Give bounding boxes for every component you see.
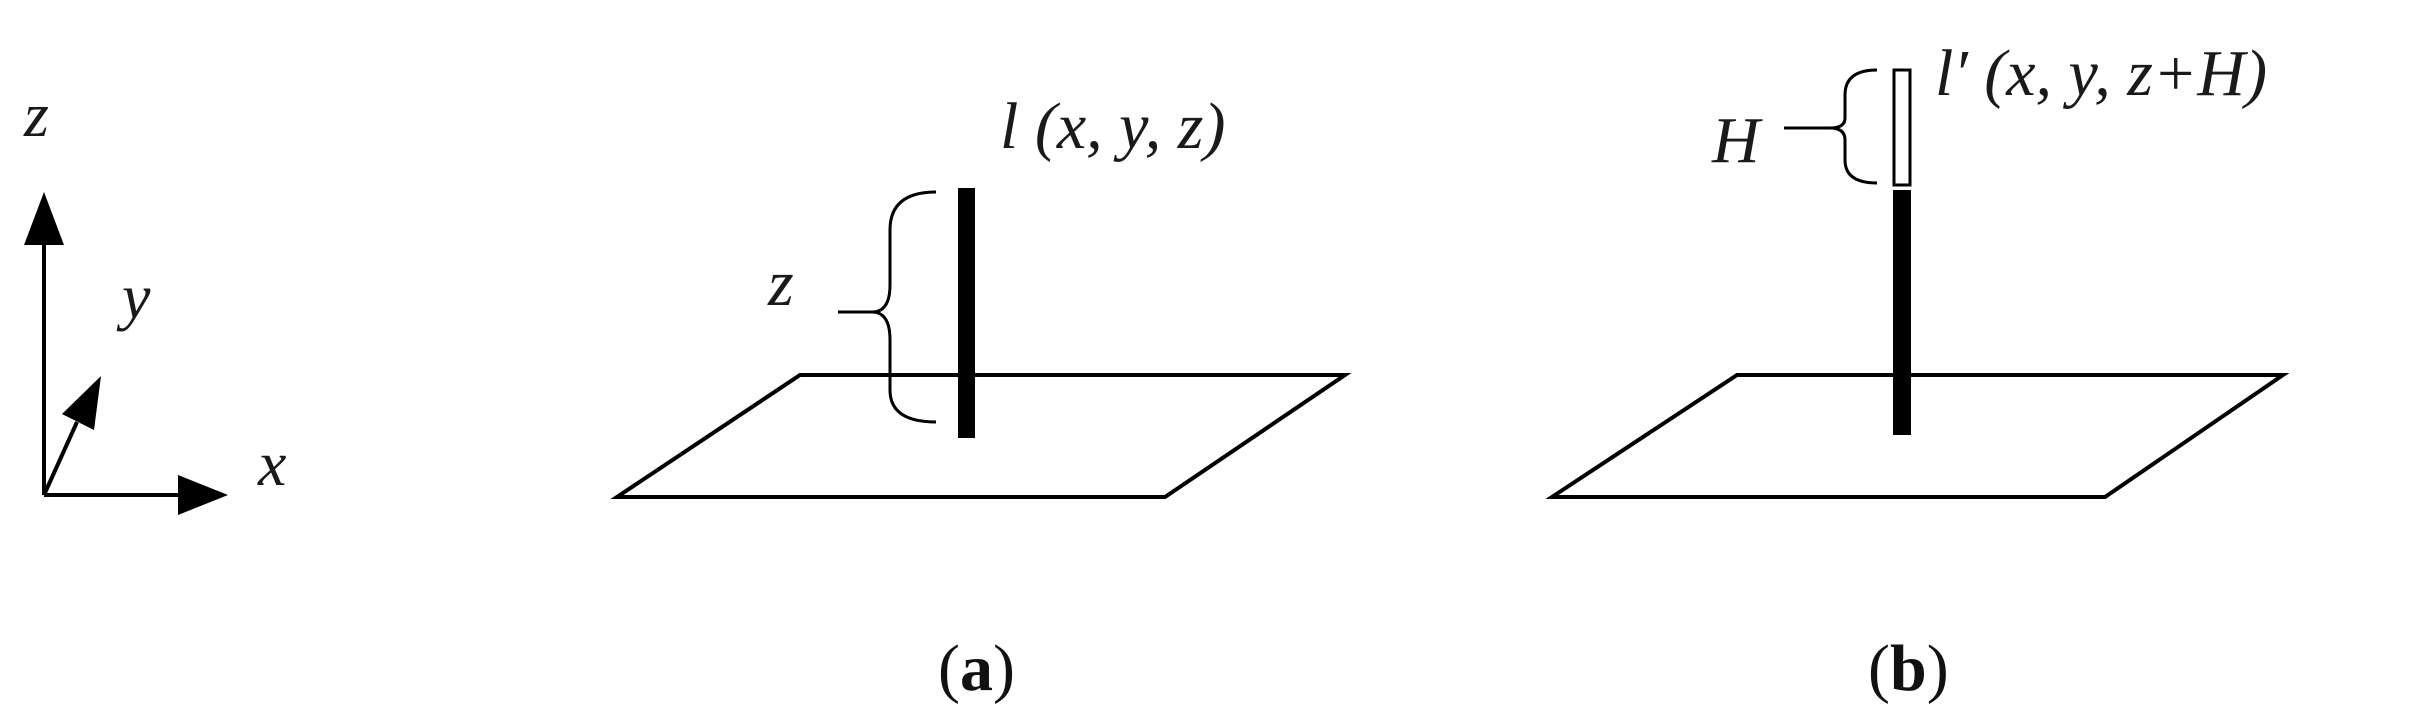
panel-b-point-label: l′ (x, y, z+H) <box>1935 37 2267 110</box>
panel-b-caption-letter: b <box>1890 632 1927 705</box>
panel-a-caption-open: ( <box>938 632 960 705</box>
y-axis-line <box>42 421 79 496</box>
panel-b-caption-open: ( <box>1868 632 1890 705</box>
panel-b-pole-offset-segment <box>1892 68 1912 187</box>
panel-b-caption-close: ) <box>1927 632 1949 705</box>
panel-b-pole <box>1893 190 1911 435</box>
panel-b-ground-plane <box>1545 373 2290 499</box>
panel-b-brace-label: H <box>1711 104 1763 177</box>
panel-b-brace <box>1784 68 1878 185</box>
x-axis-label: x <box>257 428 286 499</box>
panel-a-caption: (a) <box>938 632 1015 705</box>
x-axis-arrowhead <box>178 475 228 515</box>
panel-b: H l′ (x, y, z+H) (b) <box>1545 37 2290 705</box>
panel-a-caption-close: ) <box>993 632 1015 705</box>
panel-a-pole <box>958 188 975 438</box>
panel-a-brace <box>838 190 937 424</box>
y-axis-label: y <box>116 261 151 332</box>
panel-a-caption-letter: a <box>960 632 993 705</box>
panel-a-point-label: l (x, y, z) <box>1000 90 1225 163</box>
z-axis-label: z <box>23 79 49 150</box>
z-axis-arrowhead <box>24 192 64 245</box>
axes-group: z y x <box>23 79 286 515</box>
panel-a-brace-label: z <box>767 247 794 320</box>
panel-a: z l (x, y, z) (a) <box>610 90 1352 705</box>
panel-a-ground-plane <box>610 373 1352 499</box>
y-axis-arrowhead <box>62 376 101 430</box>
panel-b-caption: (b) <box>1868 632 1949 705</box>
